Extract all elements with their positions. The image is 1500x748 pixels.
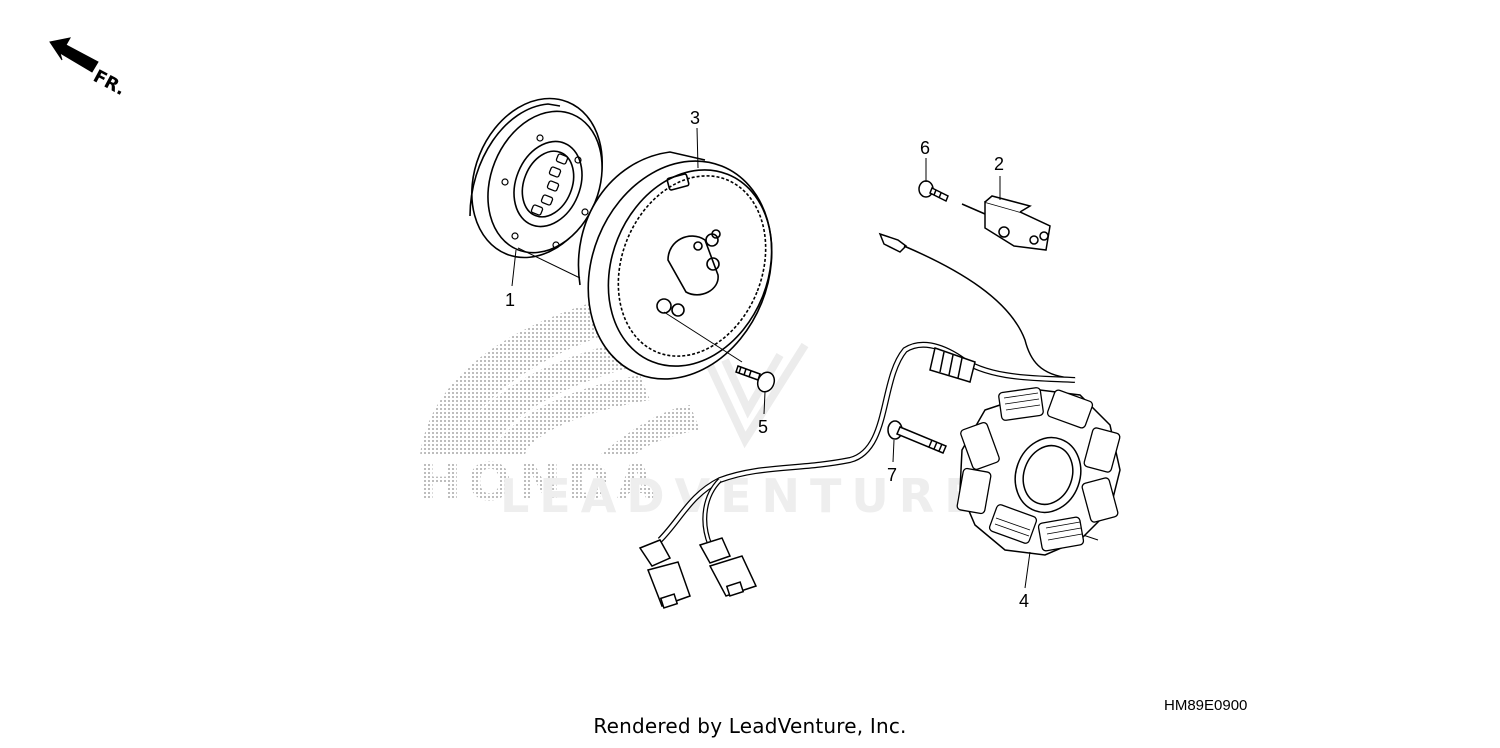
stator-connector-1 — [638, 539, 691, 609]
honda-wing-logo — [420, 300, 700, 455]
stator-coils — [956, 387, 1121, 552]
part-bolt-7 — [887, 420, 947, 454]
flywheel-window — [666, 173, 690, 191]
part-bolt-5 — [735, 365, 776, 393]
stator-connector-2 — [698, 537, 758, 597]
part-bolt-6 — [918, 180, 949, 203]
part-flywheel — [577, 151, 773, 380]
render-credit: Rendered by LeadVenture, Inc. — [593, 714, 907, 738]
clutch-bolt-holes — [501, 134, 589, 249]
clutch-sprag-rollers — [530, 153, 569, 216]
callout-6: 6 — [920, 138, 930, 158]
diagram-code: HM89E0900 — [1164, 697, 1248, 714]
honda-watermark: HONDA LEADVENTURE — [418, 300, 986, 523]
callout-3: 3 — [690, 108, 700, 128]
front-arrow-icon — [49, 37, 99, 73]
part-starter-clutch — [469, 97, 603, 259]
stator-core — [956, 387, 1121, 556]
callout-5: 5 — [758, 417, 768, 437]
leadventure-watermark-text: LEADVENTURE — [500, 469, 986, 523]
honda-watermark-text: HONDA — [418, 453, 663, 513]
callout-1: 1 — [505, 290, 515, 310]
part-pulse-generator — [961, 195, 1051, 251]
callout-2: 2 — [994, 154, 1004, 174]
callout-leaders — [511, 127, 1031, 589]
callout-7: 7 — [887, 465, 897, 485]
front-label: FR. — [90, 66, 129, 100]
stator-coil-windings — [994, 392, 1083, 541]
part-stator — [638, 232, 1121, 609]
front-direction-indicator: FR. — [49, 37, 129, 100]
callout-4: 4 — [1019, 591, 1029, 611]
